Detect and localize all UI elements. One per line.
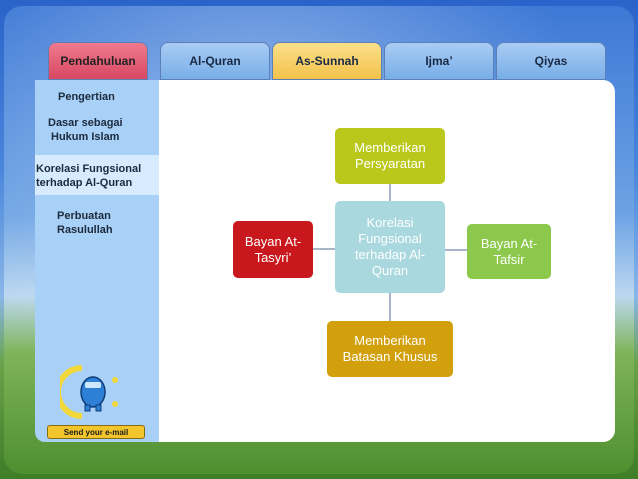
- tab-as-sunnah[interactable]: As-Sunnah: [272, 42, 382, 80]
- diagram-left-node: Bayan At-Tasyri’: [233, 221, 313, 278]
- sidebar-item-perbuatan-rasulullah[interactable]: Perbuatan Rasulullah: [57, 209, 113, 237]
- sidebar-item-label-line2: Rasulullah: [57, 224, 113, 236]
- tab-pendahuluan[interactable]: Pendahuluan: [48, 42, 148, 80]
- diagram-right-node: Bayan At-Tafsir: [467, 224, 551, 279]
- tab-qiyas[interactable]: Qiyas: [496, 42, 606, 80]
- diagram-center-label: Korelasi Fungsional terhadap Al-Quran: [354, 215, 426, 278]
- connector-top: [389, 184, 391, 201]
- sidebar-item-label-line2: terhadap Al-Quran: [36, 177, 133, 189]
- diagram-center-node: Korelasi Fungsional terhadap Al-Quran: [335, 201, 445, 293]
- sidebar-item-dasar-hukum-islam[interactable]: Dasar sebagai Hukum Islam: [48, 116, 123, 144]
- diagram-top-label: Memberikan Persyaratan: [354, 140, 426, 171]
- sidebar-item-pengertian[interactable]: Pengertian: [58, 90, 115, 104]
- diagram-right-label: Bayan At-Tafsir: [480, 235, 538, 267]
- diagram-left-label: Bayan At-Tasyri’: [244, 233, 302, 265]
- connector-right: [445, 249, 467, 251]
- sidebar-item-label-line1: Perbuatan: [57, 210, 111, 222]
- sidebar-item-korelasi-fungsional[interactable]: Korelasi Fungsional terhadap Al-Quran: [36, 162, 141, 190]
- sidebar-item-label: Pengertian: [58, 91, 115, 103]
- sidebar-item-label-line2: Hukum Islam: [51, 131, 120, 143]
- send-email-button[interactable]: Send your e-mail: [47, 425, 145, 439]
- connector-bottom: [389, 293, 391, 321]
- diagram-bottom-node: Memberikan Batasan Khusus: [327, 321, 453, 377]
- mascot-logo-icon: [55, 360, 130, 420]
- connector-left: [313, 248, 335, 250]
- sidebar-item-label-line1: Dasar sebagai: [48, 117, 123, 129]
- sidebar-active-highlight: [35, 155, 169, 195]
- tab-al-quran[interactable]: Al-Quran: [160, 42, 270, 80]
- diagram-bottom-label: Memberikan Batasan Khusus: [342, 333, 438, 364]
- diagram-top-node: Memberikan Persyaratan: [335, 128, 445, 184]
- sidebar-item-label-line1: Korelasi Fungsional: [36, 163, 142, 175]
- tab-ijma[interactable]: Ijma’: [384, 42, 494, 80]
